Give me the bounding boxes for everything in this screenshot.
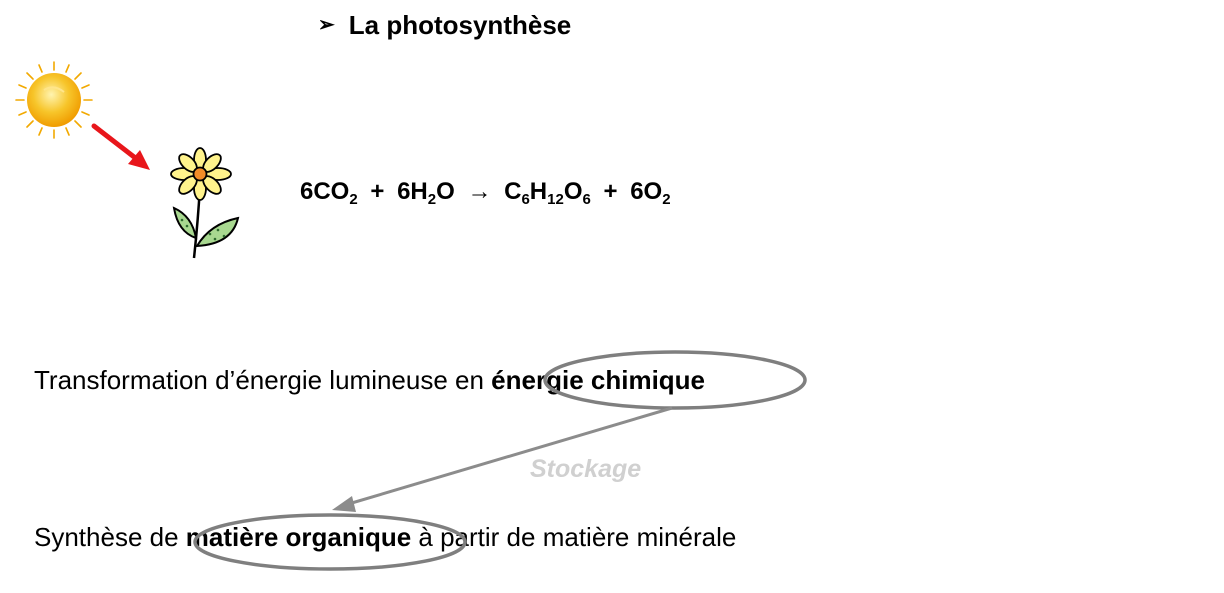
red-arrow-icon	[91, 123, 150, 170]
eq-arrow: →	[467, 178, 492, 205]
eq-product-glucose: C6H12O6	[504, 178, 591, 208]
title-text: La photosynthèse	[348, 10, 572, 40]
eq-reactant-h2o: 6H2O	[397, 178, 455, 208]
eq-plus: +	[370, 178, 385, 205]
page-title: ➢ La photosynthèse	[318, 10, 571, 41]
eq-product-o2: 6O2	[630, 178, 671, 208]
organic-matter-highlight: matière organique	[185, 522, 412, 552]
storage-connector-arrowhead	[332, 496, 356, 512]
bullet-arrow-icon: ➢	[318, 14, 335, 36]
organic-synthesis-line: Synthèse de matière organique à partir d…	[34, 522, 736, 553]
line2-suffix: à partir de matière minérale	[411, 522, 737, 552]
sun-icon	[15, 61, 93, 139]
photosynthesis-equation: 6CO2 + 6H2O → C6H12O6 + 6O2	[300, 178, 671, 208]
eq-reactant-co2: 6CO2	[300, 178, 358, 208]
line1-prefix: Transformation d’énergie lumineuse en	[34, 365, 492, 395]
storage-label: Stockage	[530, 455, 642, 483]
eq-plus: +	[603, 178, 618, 205]
line2-prefix: Synthèse de	[34, 522, 186, 552]
flower-icon	[170, 147, 240, 259]
energy-transformation-line: Transformation d’énergie lumineuse en én…	[34, 365, 705, 396]
chemical-energy-highlight: énergie chimique	[491, 365, 706, 395]
